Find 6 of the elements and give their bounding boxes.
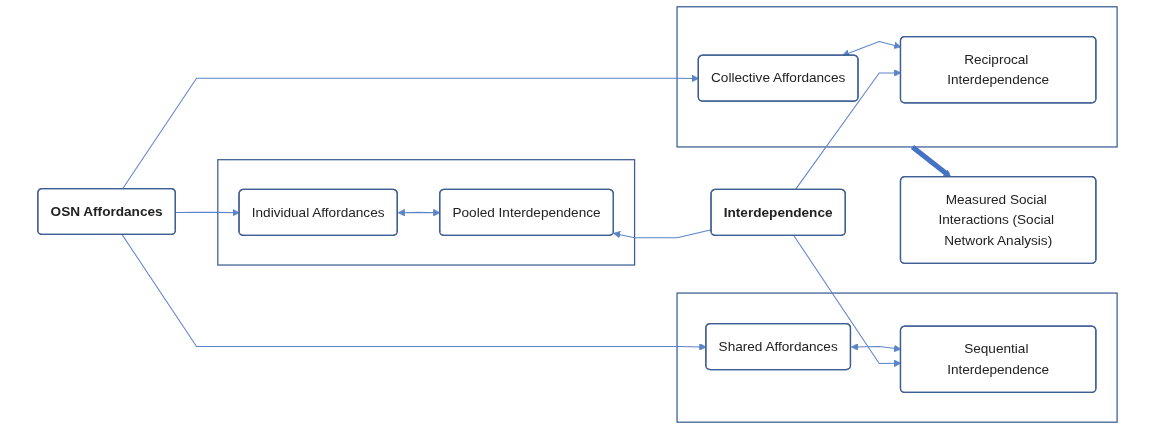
cluster [676, 6, 1118, 148]
cluster [676, 292, 1118, 423]
arrow [613, 229, 712, 239]
arrow [910, 144, 952, 178]
cluster [217, 159, 636, 266]
arrow [175, 208, 240, 217]
